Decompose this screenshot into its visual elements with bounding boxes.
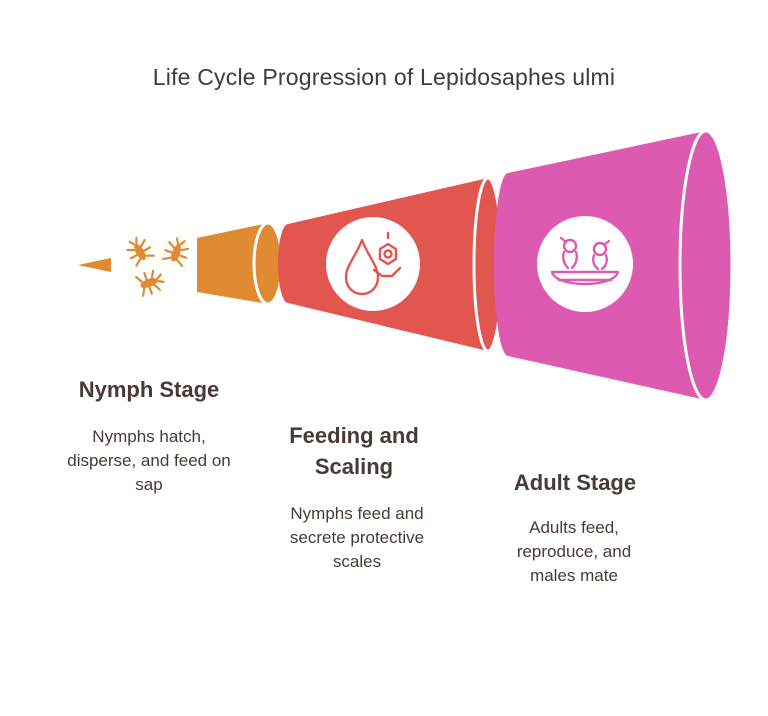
feeding-stage-cone xyxy=(278,176,504,353)
insects-icon xyxy=(126,236,190,297)
diagram-title: Life Cycle Progression of Lepidosaphes u… xyxy=(152,64,616,90)
feeding-stage-title: Feeding and Scaling xyxy=(289,423,419,479)
adult-stage-description: Adults feed, reproduce, and males mate xyxy=(516,518,632,585)
adult-stage-cone xyxy=(494,129,734,402)
birds-nest-icon xyxy=(550,236,620,286)
nymph-stage-cone xyxy=(78,221,284,306)
nymph-stage-title: Nymph Stage xyxy=(78,377,220,402)
sap-drop-hand-icon xyxy=(344,231,402,296)
adult-stage-title: Adult Stage xyxy=(513,470,637,495)
nymph-stage-description: Nymphs hatch, disperse, and feed on sap xyxy=(67,427,231,494)
feeding-stage-description: Nymphs feed and secrete protective scale… xyxy=(289,504,425,571)
